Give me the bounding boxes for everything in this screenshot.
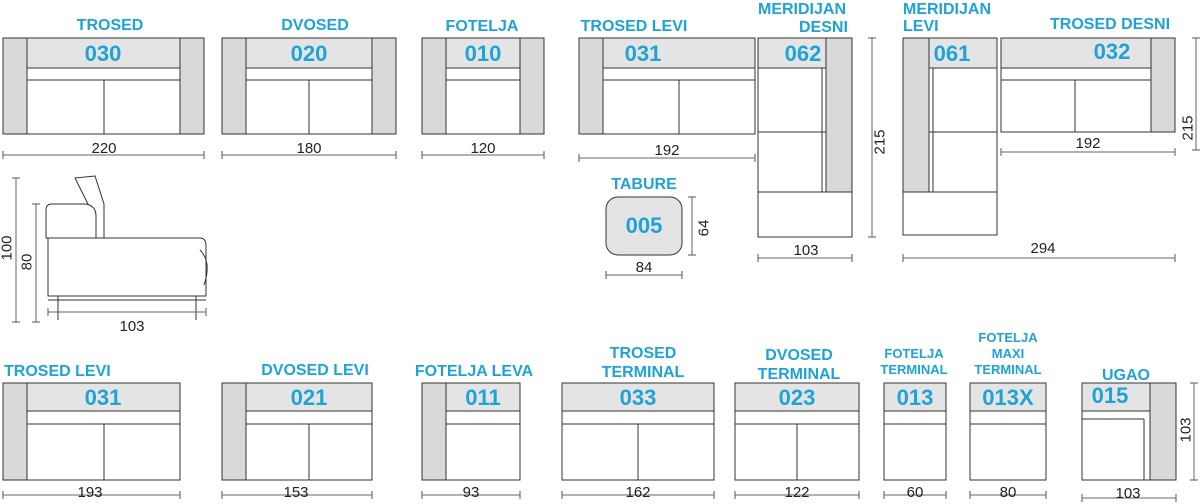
dim-ugao-depth: 103 (1177, 417, 1195, 443)
module-tabure-005 (605, 196, 683, 256)
title-trosed-levi: TROSED LEVI (4, 363, 111, 380)
module-fotelja-010 (421, 37, 545, 135)
dim-trosed-levi-width: 193 (77, 484, 103, 501)
dim-trosed-width: 220 (91, 140, 117, 157)
title-fotelja-terminal-line2: TERMINAL (880, 362, 948, 377)
title-meridijan-levi-line2: LEVI (903, 18, 939, 35)
dimension-lines (2, 37, 1200, 502)
code-023: 023 (778, 385, 816, 410)
side-view-profile (45, 175, 208, 320)
dim-ugao-width: 103 (1115, 485, 1141, 502)
dim-fotelja-leva-width: 93 (462, 484, 480, 501)
dim-meridijan-desni-width: 103 (793, 242, 819, 259)
title-trosed-levi-top: TROSED LEVI (580, 18, 688, 35)
dim-dvosed-terminal-width: 122 (784, 484, 810, 501)
title-meridijan-desni-line1: MERIDIJAN (758, 1, 847, 18)
title-trosed-desni: TROSED DESNI (1049, 16, 1171, 33)
dim-trosed-desni-width: 192 (1075, 135, 1101, 152)
code-010: 010 (464, 41, 502, 66)
title-fotelja-maxi-terminal-line1: FOTELJA (978, 330, 1038, 345)
code-032: 032 (1093, 39, 1131, 64)
module-trosed-desni-032 (1000, 37, 1176, 133)
code-030: 030 (84, 41, 122, 66)
title-dvosed-terminal-line2: TERMINAL (757, 366, 841, 383)
dim-trosed-levi-top-width: 192 (654, 142, 680, 159)
code-020: 020 (290, 41, 328, 66)
dim-tabure-depth: 64 (695, 219, 713, 237)
code-033: 033 (619, 385, 657, 410)
module-trosed-levi-031-top (578, 37, 756, 135)
title-trosed-terminal-line2: TERMINAL (601, 364, 685, 381)
title-dvosed: DVOSED (281, 17, 349, 34)
dim-trosed-desni-depth: 215 (1179, 115, 1197, 141)
module-ugao-015 (1081, 382, 1177, 481)
dim-side-depth: 103 (119, 318, 145, 335)
code-013: 013 (896, 385, 934, 410)
dim-tabure-width: 84 (635, 259, 653, 276)
code-011: 011 (465, 385, 501, 410)
dim-corner-total-width: 294 (1030, 240, 1056, 257)
module-fotelja-terminal-013 (883, 382, 947, 481)
module-trosed-levi-031 (2, 382, 181, 481)
title-fotelja-leva: FOTELJA LEVA (414, 363, 534, 380)
module-trosed-terminal-033 (561, 382, 715, 481)
code-005: 005 (625, 213, 663, 238)
dim-fotelja-width: 120 (470, 140, 496, 157)
title-dvosed-terminal-line1: DVOSED (765, 347, 833, 364)
title-fotelja-maxi-terminal-line3: TERMINAL (974, 362, 1042, 377)
title-fotelja: FOTELJA (445, 18, 519, 35)
module-meridijan-desni-062 (757, 37, 853, 238)
dim-meridijan-desni-depth: 215 (871, 129, 889, 155)
dim-fotelja-maxi-terminal-width: 80 (999, 484, 1017, 501)
code-031: 031 (84, 385, 122, 410)
code-061: 061 (933, 41, 971, 66)
module-dvosed-terminal-023 (734, 382, 860, 481)
dim-dvosed-width: 180 (296, 140, 322, 157)
title-dvosed-levi: DVOSED LEVI (261, 362, 369, 379)
title-tabure: TABURE (611, 176, 677, 193)
dim-trosed-terminal-width: 162 (625, 484, 651, 501)
title-ugao: UGAO (1102, 367, 1150, 384)
title-trosed-terminal-line1: TROSED (609, 345, 677, 362)
title-meridijan-desni-line2: DESNI (799, 19, 848, 36)
module-trosed-030 (2, 37, 205, 135)
dim-side-height-back: 80 (18, 253, 36, 271)
module-dvosed-levi-021 (221, 382, 373, 481)
title-fotelja-maxi-terminal-line2: MAXI (991, 346, 1025, 361)
code-062: 062 (784, 41, 822, 66)
module-fotelja-maxi-terminal-013x (969, 382, 1047, 481)
module-dvosed-020 (221, 37, 397, 135)
code-015: 015 (1091, 383, 1129, 408)
title-trosed: TROSED (76, 17, 144, 34)
title-fotelja-terminal-line1: FOTELJA (884, 346, 944, 361)
module-meridijan-levi-061 (902, 37, 998, 236)
dim-fotelja-terminal-width: 60 (906, 484, 924, 501)
code-013x: 013X (982, 385, 1034, 410)
dim-dvosed-levi-width: 153 (283, 484, 309, 501)
title-meridijan-levi-line1: MERIDIJAN (903, 1, 992, 18)
module-fotelja-leva-011 (421, 382, 521, 481)
dim-side-height-total: 100 (0, 235, 16, 261)
code-031-top: 031 (624, 41, 662, 66)
code-021: 021 (290, 385, 328, 410)
